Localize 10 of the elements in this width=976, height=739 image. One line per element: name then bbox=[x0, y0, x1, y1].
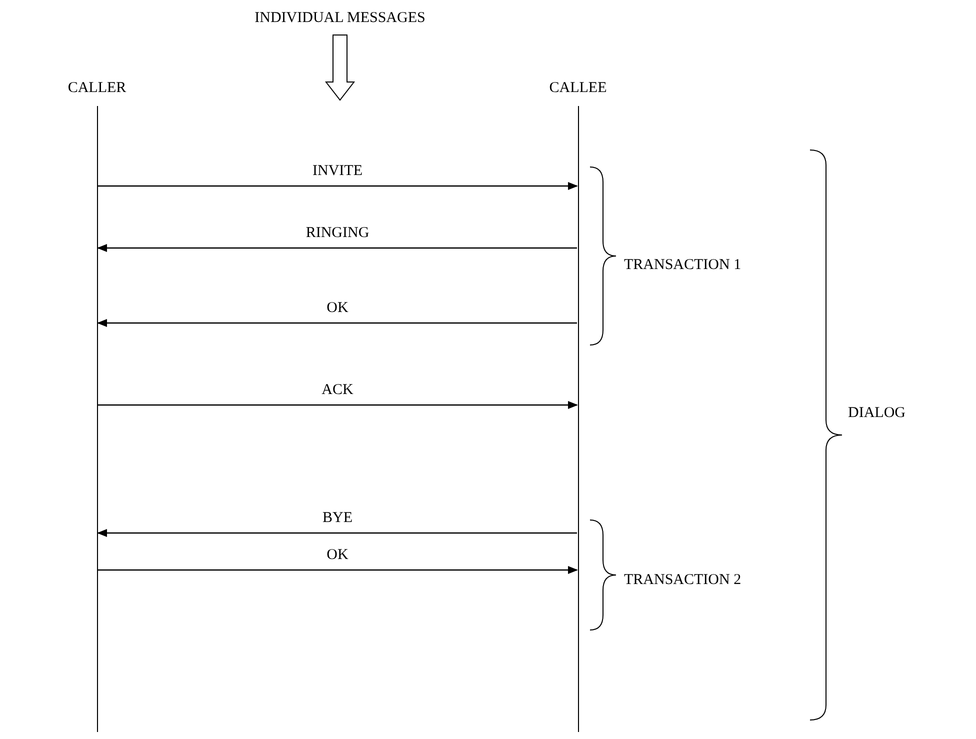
bracket-label: TRANSACTION 2 bbox=[624, 572, 742, 589]
bracket-label: DIALOG bbox=[848, 405, 906, 422]
message-label: RINGING bbox=[306, 225, 370, 242]
message-label: ACK bbox=[322, 382, 354, 399]
heading: INDIVIDUAL MESSAGES bbox=[254, 10, 426, 27]
bracket-label: TRANSACTION 1 bbox=[624, 257, 742, 274]
message-label: OK bbox=[326, 547, 348, 564]
message-label: INVITE bbox=[312, 163, 362, 180]
message-label: BYE bbox=[322, 510, 352, 527]
message-label: OK bbox=[326, 300, 348, 317]
